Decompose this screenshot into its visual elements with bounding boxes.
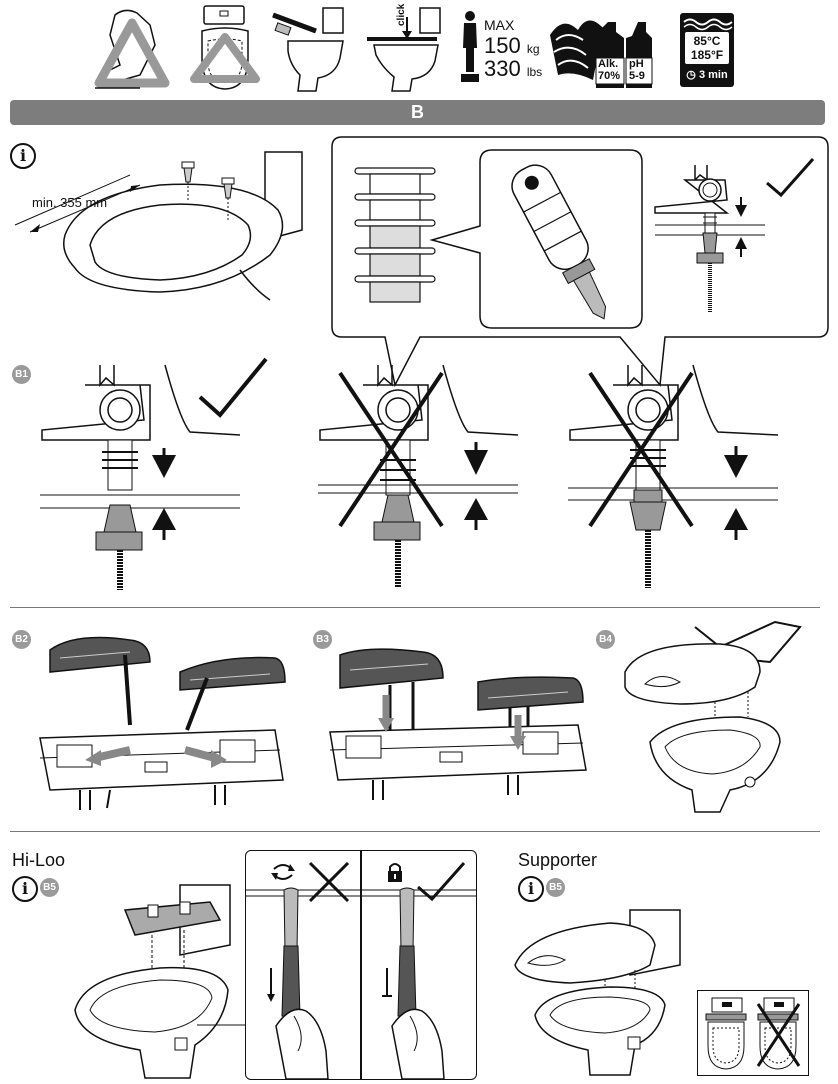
mounting-bolt-right xyxy=(221,177,235,220)
padlock-icon xyxy=(388,863,402,882)
cross-mark-icon xyxy=(588,371,694,528)
hinge-wrong-low xyxy=(568,364,779,588)
load-kg-unit: kg xyxy=(526,42,540,56)
toilet-warning-icon xyxy=(190,5,260,90)
alcohol-value: 70% xyxy=(598,70,621,82)
cross-mark-icon xyxy=(338,371,444,528)
step-badge-b3: B3 xyxy=(313,630,332,649)
step-badge-b2: B2 xyxy=(12,630,31,649)
person-load-icon xyxy=(461,11,479,82)
ph-value: 5-9 xyxy=(629,70,645,82)
load-kg-value: 150 xyxy=(484,33,521,58)
supporter-toilet-illustration xyxy=(514,909,681,1076)
temp-fahrenheit: 185°F xyxy=(690,48,724,62)
supporter-comparison-box xyxy=(697,990,809,1076)
screw-detail-box xyxy=(245,850,477,1080)
hinge-plate-assembly-b2 xyxy=(39,636,286,810)
rotate-icon xyxy=(271,864,295,880)
step-badge-b1: B1 xyxy=(12,365,31,384)
check-mark-icon xyxy=(198,357,268,418)
divider-2 xyxy=(10,831,820,832)
detail-connector xyxy=(197,1024,245,1026)
screw-pull-correct xyxy=(362,887,476,1079)
info-icon: i xyxy=(12,876,38,902)
ph-label: pH xyxy=(629,58,644,70)
time-label: ◷ 3 min xyxy=(685,68,729,81)
check-mark-icon xyxy=(417,862,466,902)
water-wave-icon xyxy=(683,18,733,31)
hiloo-toilet-illustration xyxy=(74,884,231,1079)
temp-box: 85°C 185°F xyxy=(685,32,729,64)
supporter-title: Supporter xyxy=(518,850,598,870)
section-label: B xyxy=(411,102,424,122)
mounting-bolt-left xyxy=(181,161,195,202)
no-abrasive-cleaning-icon xyxy=(272,7,344,92)
toilet-bowl-mounting-illustration xyxy=(14,151,303,301)
hiloo-title: Hi-Loo xyxy=(12,850,66,870)
screw-pull-wrong xyxy=(246,887,360,1079)
divider-1 xyxy=(10,607,820,608)
cross-mark-icon xyxy=(308,861,350,903)
load-kg: 150 kg xyxy=(484,33,540,59)
screw-detail-divider xyxy=(360,851,362,1079)
seat-click-icon xyxy=(367,7,441,92)
clock-icon: ◷ xyxy=(686,69,696,81)
load-lbs: 330 lbs xyxy=(484,56,542,82)
load-lbs-value: 330 xyxy=(484,56,521,81)
hinge-correct xyxy=(40,364,241,590)
time-value: 3 min xyxy=(698,69,728,81)
alcohol-label: Alk. xyxy=(598,58,619,70)
max-label: MAX xyxy=(484,17,515,33)
step-badge-b5: B5 xyxy=(546,878,565,897)
header-icon-row: click MAX 150 kg 330 lbs Alk. 70% pH 5-9… xyxy=(0,0,838,96)
section-bar: B xyxy=(10,100,825,125)
min-distance-label: min. 355 mm xyxy=(32,195,108,210)
seat-mounting-b4 xyxy=(624,620,802,813)
check-mark-icon xyxy=(766,158,815,198)
hinge-correct-small xyxy=(654,165,765,313)
supporter-correct-small xyxy=(705,997,747,1070)
wash-temperature-icon: 85°C 185°F ◷ 3 min xyxy=(680,13,734,87)
knife-cut-callout xyxy=(429,149,643,329)
hinge-plate-assembly-b3 xyxy=(329,648,587,800)
expansion-plug-illustration xyxy=(354,167,436,303)
click-label: click xyxy=(396,3,407,26)
step-badge-b5: B5 xyxy=(40,878,59,897)
temp-celsius: 85°C xyxy=(693,34,721,48)
info-icon: i xyxy=(518,876,544,902)
cleaning-agents-icon xyxy=(550,20,653,88)
load-lbs-unit: lbs xyxy=(526,65,543,79)
supporter-wrong-small xyxy=(756,997,801,1070)
info-icon: i xyxy=(10,143,36,169)
step-badge-b4: B4 xyxy=(596,630,615,649)
no-standing-on-lid-icon xyxy=(94,9,170,89)
